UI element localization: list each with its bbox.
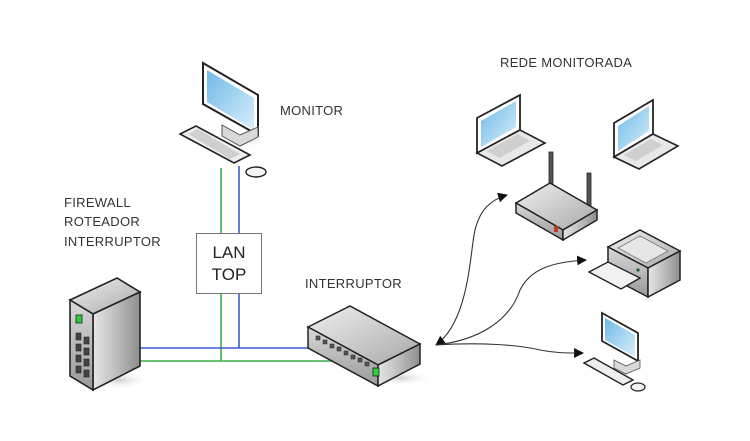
firewall-label-line-2: ROTEADOR — [64, 214, 141, 229]
printer-icon — [587, 229, 685, 299]
laptop-icon — [612, 98, 680, 170]
firewall-label-line-1: FIREWALL — [64, 195, 131, 210]
laptop-icon — [475, 93, 547, 167]
arrow-switch-printer — [435, 255, 587, 346]
firewall-label-line-3: INTERRUPTOR — [64, 234, 161, 249]
arrow-switch-router — [435, 192, 508, 346]
network-switch-icon — [306, 305, 434, 388]
lantop-label-line-1: LAN — [212, 242, 246, 262]
wireless-router-icon — [514, 151, 599, 242]
lantop-box: LAN TOP — [196, 233, 262, 294]
wireless-links — [435, 192, 587, 358]
monitor-label: MONITOR — [280, 103, 344, 118]
monitor-computer-icon — [178, 61, 270, 178]
firewall-server-icon — [68, 277, 150, 392]
wired-links — [140, 166, 340, 362]
lantop-label-line-2: TOP — [211, 264, 247, 284]
arrow-switch-desktop — [435, 343, 584, 358]
monitored-network-label: REDE MONITORADA — [500, 55, 633, 70]
switch-label: INTERRUPTOR — [305, 276, 402, 291]
desktop-computer-icon — [582, 311, 646, 392]
